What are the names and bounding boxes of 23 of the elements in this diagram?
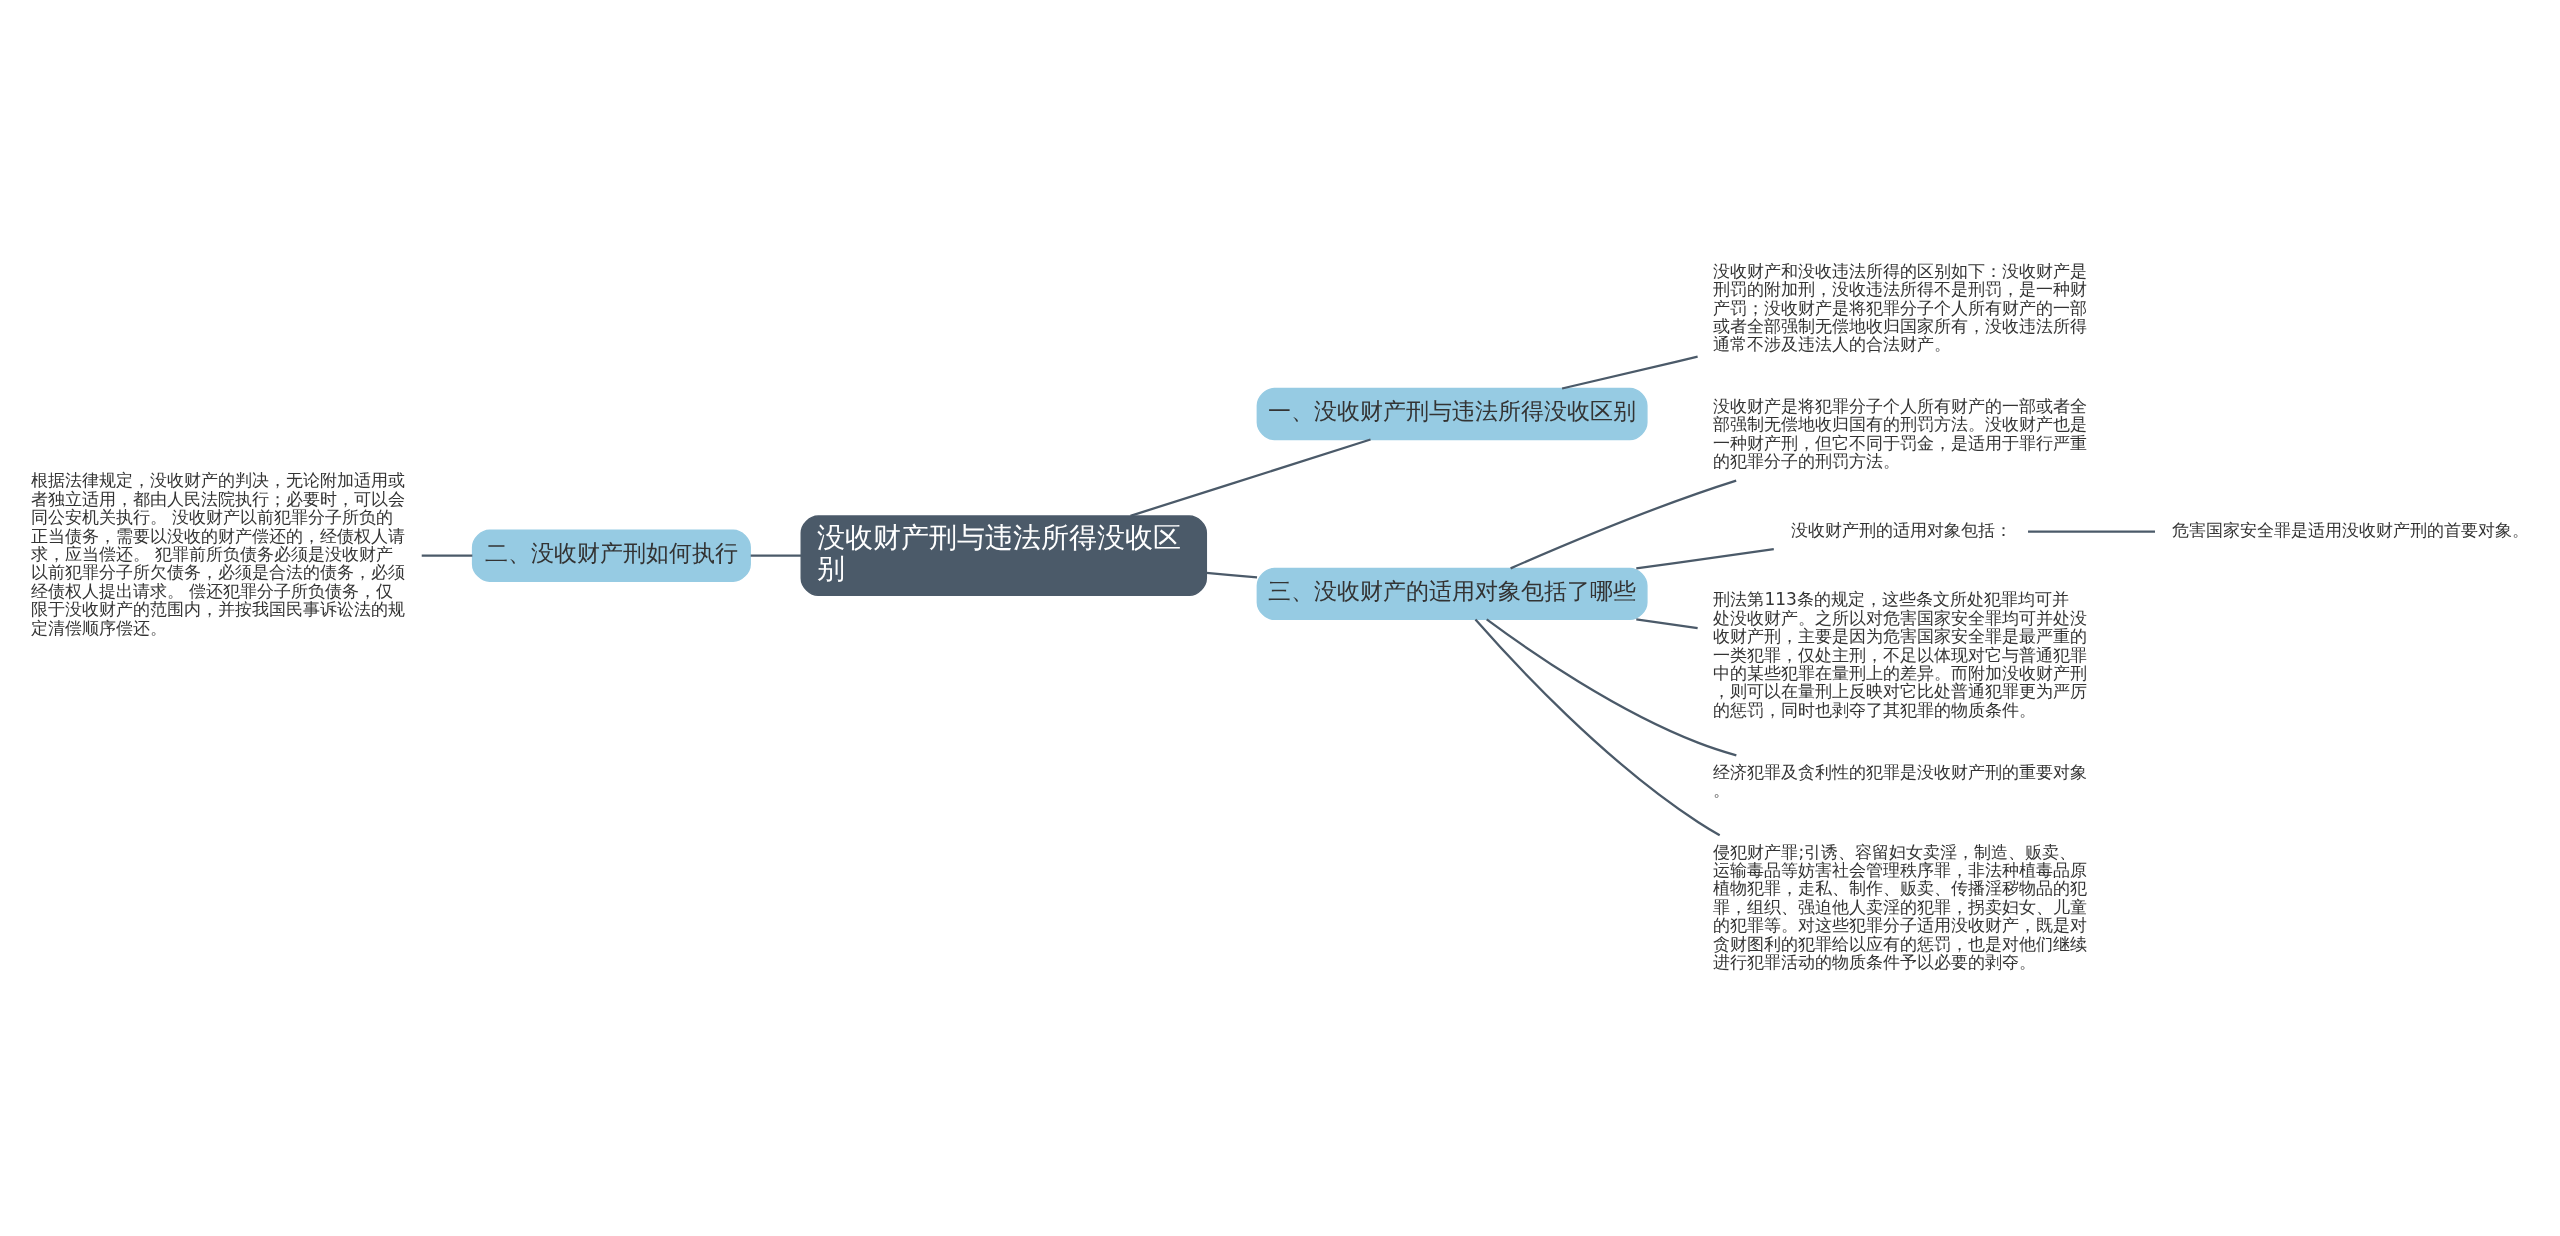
node-text: 危害国家安全罪是适用没收财产刑的首要对象。 [2171, 519, 2529, 540]
connector [750, 554, 802, 557]
node-text: 没收财产刑的适用对象包括： [1790, 519, 2012, 540]
node-text: 根据法律规定，没收财产的判决，无论附加适用或者独立适用，都由人民法院执行；必要时，可以会同公安机关执行。 没收财产以前犯罪分子所负的正当债务，需要以没收的财产偿还的，经债权人请求，应当偿还。 犯罪前所负债务必须是没收财产以前犯罪分子所欠债务，必须是合法的债务，必须经债权人提出请求。 偿还犯罪分子所负债务，仅限于没收财产的范围内，并按我国民事诉讼法的规定清偿顺序偿还。 [30, 470, 405, 638]
node-box: 一、没收财产刑与违法所得没收区别 [1256, 387, 1648, 441]
node-text: 没收财产是将犯罪分子个人所有财产的一部或者全部强制无偿地收归国有的刑罚方法。没收财产也是一种财产刑，但它不同于罚金，是适用于罪行严重的犯罪分子的刑罚方法。 [1713, 396, 2088, 472]
connector [1636, 548, 1774, 570]
connector [1561, 355, 1698, 390]
node-text: 刑法第113条的规定，这些条文所处犯罪均可并处没收财产。之所以对危害国家安全罪均可并处没收财产刑，主要是因为危害国家安全罪是最严重的一类犯罪，仅处主刑，不足以体现对它与普通犯罪中的某些犯罪在量刑上的差异。而附加没收财产刑，则可以在量刑上反映对它比处普通犯罪更为严厉的惩罚，同时也剥夺了其犯罪的物质条件。 [1713, 589, 2088, 720]
connector [1474, 618, 1721, 837]
connector [1636, 618, 1698, 630]
node-text: 没收财产和没收违法所得的区别如下：没收财产是刑罚的附加刑，没收违法所得不是刑罚，是一种财产罚；没收财产是将犯罪分子个人所有财产的一部或者全部强制无偿地收归国家所有，没收违法所得通常不涉及违法人的合法财产。 [1713, 260, 2088, 355]
node-text: 侵犯财产罪;引诱、容留妇女卖淫，制造、贩卖、运输毒品等妨害社会管理秩序罪，非法种植毒品原植物犯罪，走私、制作、贩卖、传播淫秽物品的犯罪，组织、强迫他人卖淫的犯罪，拐卖妇女、儿童的犯罪等。对这些犯罪分子适用没收财产，既是对贪财图利的犯罪给以应有的惩罚，也是对他们继续进行犯罪活动的物质条件予以必要的剥夺。 [1713, 841, 2088, 973]
node-box: 三、没收财产的适用对象包括了哪些 [1256, 567, 1648, 621]
connector [2028, 530, 2155, 533]
connector [1130, 438, 1371, 517]
node-box: 没收财产刑与违法所得没收区别 [800, 515, 1208, 597]
connector [1486, 618, 1737, 757]
connector [1510, 479, 1737, 570]
connector [1206, 571, 1258, 579]
node-text: 经济犯罪及贪利性的犯罪是没收财产刑的重要对象。 [1713, 761, 2088, 800]
connector [421, 554, 473, 557]
node-box: 二、没收财产刑如何执行 [471, 529, 751, 582]
